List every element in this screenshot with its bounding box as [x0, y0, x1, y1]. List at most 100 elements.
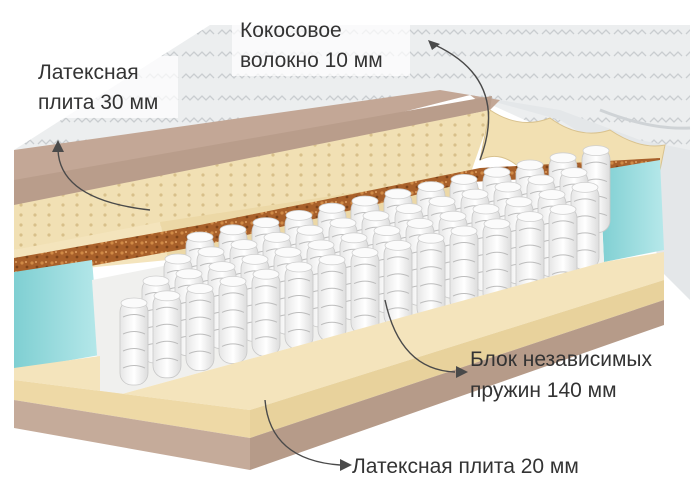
pocket-spring-top [252, 217, 280, 229]
pocket-spring-top [417, 181, 445, 193]
spring-coil-line [122, 331, 146, 335]
pocket-spring-top [351, 195, 379, 207]
pocket-spring-top [329, 217, 357, 229]
pocket-spring-top [472, 203, 500, 215]
spring-coil-line [287, 295, 311, 299]
pocket-spring-top [450, 173, 478, 185]
pocket-spring-top [296, 224, 324, 236]
label-coconut-line2: волокно 10 мм [240, 49, 383, 72]
pocket-spring-top [230, 239, 258, 251]
pocket-spring [119, 299, 149, 386]
pocket-spring-top [241, 253, 269, 265]
pocket-spring-top [549, 152, 577, 164]
pocket-spring-top [252, 268, 280, 280]
spring-coil-line [485, 251, 509, 256]
spring-block [92, 145, 611, 400]
pocket-spring-top [439, 210, 467, 222]
pocket-spring-top [263, 231, 291, 243]
spring-coil-line [254, 285, 278, 289]
pocket-spring [317, 256, 347, 343]
latex-bottom-layer [14, 252, 664, 470]
pocket-spring-top [120, 297, 148, 309]
pocket-spring [251, 270, 281, 357]
label-springs-line2: пружин 140 мм [470, 379, 617, 402]
spring-coil-line [551, 237, 575, 241]
pocket-spring-top [516, 159, 544, 171]
spring-coil-line [386, 256, 410, 260]
spring-coil-line [155, 306, 179, 311]
spring-coil-line [551, 254, 575, 258]
spring-coil-line [122, 314, 146, 318]
pocket-spring-top [351, 247, 379, 259]
pocket-spring-top [197, 246, 225, 258]
spring-coil-line [221, 343, 245, 347]
label-bg-latex-top [28, 56, 178, 118]
arrow-latex-top-head [52, 140, 64, 152]
label-coconut-line1: Кокосовое [240, 19, 342, 42]
spring-coil-line [320, 270, 344, 275]
label-bg-coconut [232, 14, 410, 76]
pocket-spring-top [395, 203, 423, 215]
pocket-spring [218, 277, 248, 364]
pocket-spring-top [461, 188, 489, 200]
pocket-spring-top [362, 210, 390, 222]
spring-coil-line [188, 350, 212, 355]
label-latex-top-line1: Латексная [38, 61, 139, 84]
pocket-spring-top [307, 239, 335, 251]
arrow-latex-bottom-head [340, 459, 352, 471]
pocket-spring-top [538, 189, 566, 201]
pocket-spring-top [318, 254, 346, 266]
spring-coil-line [452, 293, 476, 297]
spring-coil-line [584, 161, 608, 166]
spring-coil-line [155, 357, 179, 362]
spring-coil-line [254, 336, 278, 340]
spring-coil-line [320, 321, 344, 326]
spring-coil-line [419, 249, 443, 253]
arrow-latex-bottom [264, 399, 341, 466]
spring-coil-line [353, 297, 377, 302]
pocket-spring-top [505, 196, 533, 208]
spring-coil-line [221, 309, 245, 313]
pocket-spring-top [571, 181, 599, 193]
arrow-springs [384, 299, 456, 373]
pocket-spring-top [516, 211, 544, 223]
pocket-spring-top [483, 166, 511, 178]
spring-coil-line [452, 276, 476, 280]
pocket-spring-top [582, 145, 610, 157]
spring-coil-line [485, 285, 509, 290]
pocket-spring-top [318, 202, 346, 214]
pocket-spring-top [450, 225, 478, 237]
pocket-spring-top [373, 225, 401, 237]
pocket-spring-top [549, 203, 577, 215]
spring-coil-line [320, 304, 344, 309]
pocket-spring-top [274, 246, 302, 258]
pocket-spring-top [417, 232, 445, 244]
pocket-spring-top [186, 283, 214, 295]
pocket-spring-top [285, 209, 313, 221]
spring-coil-line [518, 227, 542, 232]
spring-coil-line [287, 329, 311, 333]
arrow-springs-head [456, 366, 468, 378]
spring-coil-line [386, 273, 410, 277]
pocket-spring-top [527, 174, 555, 186]
spring-coil-line [353, 280, 377, 285]
arrow-latex-top [57, 149, 151, 211]
spring-coil-line [386, 307, 410, 311]
callout-arrows [52, 40, 490, 471]
spring-coil-line [188, 299, 212, 304]
spring-coil-line [419, 266, 443, 270]
spring-coil-line [573, 198, 597, 202]
pocket-spring [152, 292, 182, 379]
spring-coil-line [485, 268, 509, 273]
spring-coil-line [551, 220, 575, 224]
pocket-spring-top [494, 181, 522, 193]
spring-coil-line [254, 319, 278, 323]
coconut-fiber-layer [14, 158, 660, 280]
spring-coil-line [155, 323, 179, 328]
pocket-spring-top [175, 268, 203, 280]
arrow-coconut [434, 44, 490, 161]
pocket-spring-top [153, 290, 181, 302]
pocket-spring-top [219, 224, 247, 236]
